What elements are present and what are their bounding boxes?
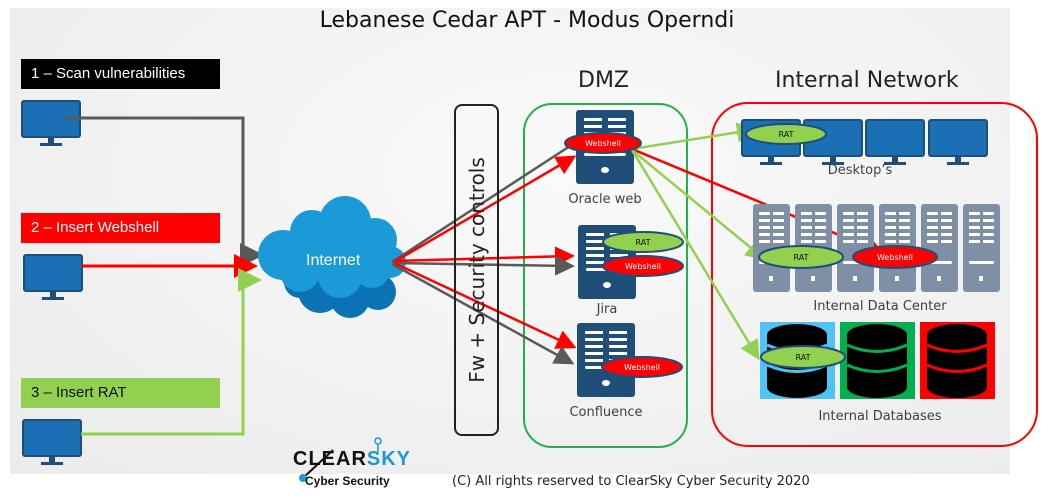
desktop-monitor-icon [865,119,925,166]
internal-network-title: Internal Network [775,68,959,93]
step-webshell-label: 2 – Insert Webshell [21,213,220,243]
scan-to-confluence-line [391,262,575,365]
internal-network-zone [711,102,1038,447]
rat-to-datacenter-line [631,149,766,261]
jira-label: Jira [596,302,618,317]
datacenter-rack-icon [921,204,958,292]
jira-webshell-badge: Webshell [602,255,684,277]
rat-to-desktops-line [631,122,757,151]
attacker-monitor-scan-icon [21,100,81,147]
databases-label: Internal Databases [818,409,942,424]
jira-rat-badge: RAT [602,231,684,253]
datacenter-rack-icon [963,204,1000,292]
scan-to-jira-line [393,255,575,276]
scan-to-oracle-line [391,144,571,264]
webshell-to-jira-line [393,246,575,267]
internet-label: Internet [306,252,361,269]
dmz-title: DMZ [578,68,629,93]
database-green-icon [840,322,915,399]
firewall-label: Fw + Security controls [464,157,489,383]
desktop-rat-badge: RAT [745,123,827,145]
svg-text:Webshell: Webshell [624,363,660,372]
page-title: Lebanese Cedar APT - Modus Operndi [319,8,735,33]
database-red-icon [920,322,995,399]
desktops-label: Desktop’s [827,163,893,178]
firewall-box [454,104,499,436]
step-scan-label: 1 – Scan vulnerabilities [21,59,220,89]
svg-text:Webshell: Webshell [877,253,913,262]
datacenter-rat-badge: RAT [758,245,844,269]
confluence-webshell-badge: Webshell [601,356,683,378]
clearsky-logo-icon [299,437,382,482]
rat-path-arrow [81,268,262,436]
svg-text:RAT: RAT [796,353,811,362]
webshell-to-confluence-line [393,261,577,349]
internet-cloud-icon [258,196,406,318]
svg-text:Webshell: Webshell [585,139,621,148]
clearsky-logo-subtitle: Cyber Security [305,474,390,488]
rat-to-databases-line [630,149,760,361]
svg-text:RAT: RAT [794,253,809,262]
svg-text:Webshell: Webshell [625,262,661,271]
copyright-text: (C) All rights reserved to ClearSky Cybe… [452,474,810,489]
dmz-zone [523,103,688,448]
clearsky-logo-text: CLEARSKY [293,448,412,470]
confluence-label: Confluence [569,405,643,420]
svg-text:RAT: RAT [779,130,794,139]
scan-path-arrow [66,116,264,267]
oracle-web-label: Oracle web [568,192,642,207]
database-rat-badge: RAT [760,345,846,369]
datacenter-webshell-badge: Webshell [852,245,938,269]
attacker-monitor-webshell-icon [23,254,83,301]
svg-text:RAT: RAT [636,238,651,247]
desktop-monitor-icon [928,119,988,166]
step-rat-label: 3 – Insert RAT [21,378,220,408]
attacker-monitor-rat-icon [22,419,82,466]
webshell-to-oracle-line [393,155,577,264]
datacenter-label: Internal Data Center [813,299,947,314]
oracle-webshell-badge: Webshell [564,132,642,154]
